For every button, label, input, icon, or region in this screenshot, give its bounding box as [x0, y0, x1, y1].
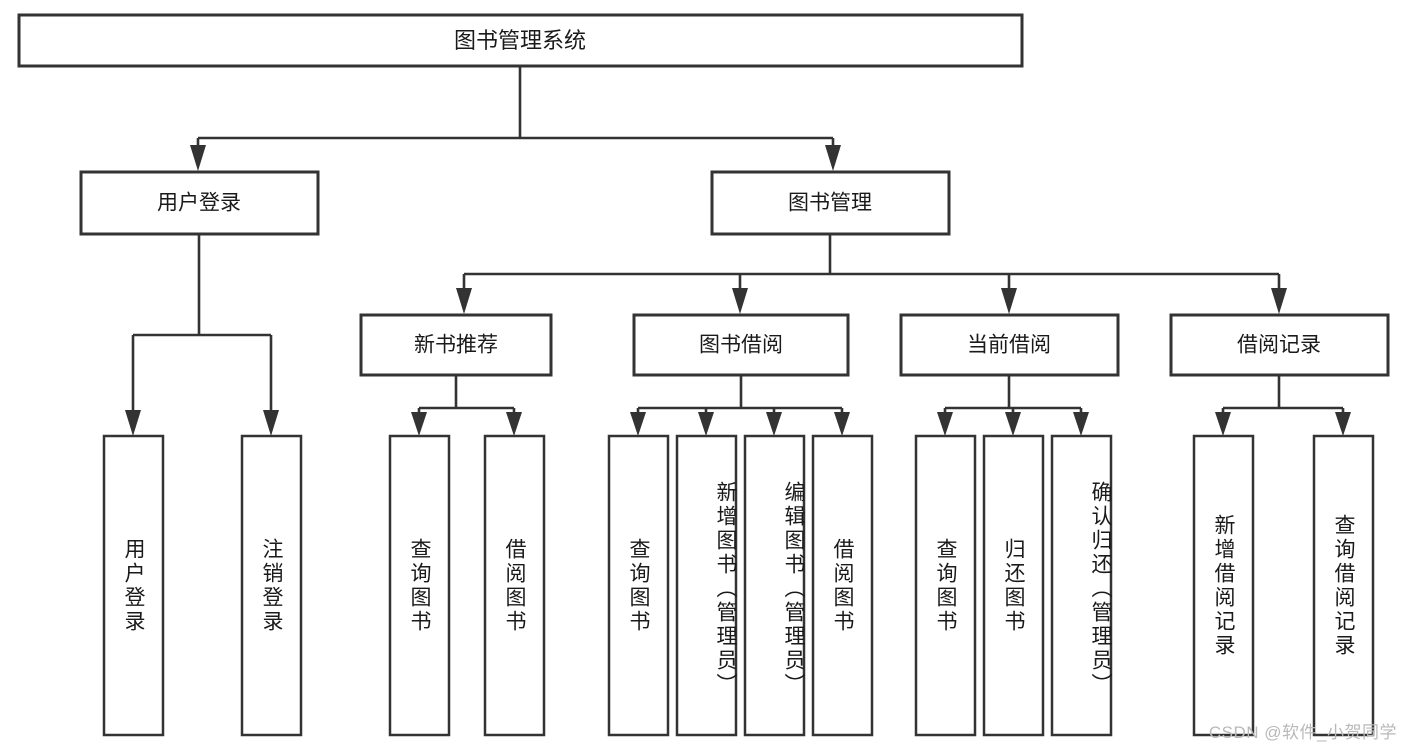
arrow-head-icon [1215, 412, 1231, 436]
leaf-box-add-record[interactable] [1192, 434, 1255, 737]
user-login-box[interactable] [79, 170, 320, 236]
node-user-login[interactable]: 用户登录 [79, 170, 320, 236]
arrow-head-icon [1271, 288, 1287, 314]
root-label: 图书管理系统 [454, 28, 586, 53]
connector-new-book-recommend-to-leaves [411, 375, 522, 436]
leaf-box-borrow-book-1[interactable] [483, 434, 546, 737]
arrow-head-icon [1001, 288, 1017, 314]
connector-book-manage-to-level3 [456, 234, 1287, 314]
arrow-head-icon [1073, 412, 1089, 436]
root-box[interactable] [17, 13, 1024, 68]
leaf-box-confirm-return[interactable] [1050, 434, 1113, 737]
new-book-recommend-box[interactable] [359, 313, 553, 377]
arrow-head-icon [1005, 412, 1021, 436]
arrow-head-icon [834, 412, 850, 436]
connector-root-to-level2 [190, 66, 841, 171]
node-book-borrow[interactable]: 图书借阅 [632, 313, 850, 377]
arrow-head-icon [411, 412, 427, 436]
arrow-head-icon [190, 145, 206, 171]
leaf-box-edit-book[interactable] [743, 434, 806, 737]
node-borrow-record[interactable]: 借阅记录 [1169, 313, 1390, 377]
leaf-box-query-book-2[interactable] [607, 434, 670, 737]
arrow-head-icon [732, 288, 748, 314]
csdn-watermark: CSDN @软件_小贺同学 [1208, 723, 1397, 742]
leaf-box-add-book[interactable] [675, 434, 738, 737]
book-borrow-label: 图书借阅 [699, 334, 783, 357]
arrow-head-icon [630, 412, 646, 436]
leaf-box-query-book-3[interactable] [914, 434, 977, 737]
arrow-head-icon [766, 412, 782, 436]
node-new-book-recommend[interactable]: 新书推荐 [359, 313, 553, 377]
arrow-head-icon [698, 412, 714, 436]
arrow-head-icon [1335, 412, 1351, 436]
arrow-head-icon [456, 288, 472, 314]
leaf-box-query-book-1[interactable] [388, 434, 451, 737]
arrow-head-icon [125, 410, 141, 436]
arrow-head-icon [506, 412, 522, 436]
leaf-box-query-record[interactable] [1312, 434, 1375, 737]
leaf-box-borrow-book-2[interactable] [811, 434, 874, 737]
leaf-box-logout[interactable] [240, 434, 303, 737]
arrow-head-icon [825, 145, 841, 171]
arrow-head-icon [937, 412, 953, 436]
connector-book-borrow-to-leaves [630, 375, 850, 436]
borrow-record-label: 借阅记录 [1237, 334, 1321, 357]
user-login-label: 用户登录 [157, 192, 241, 215]
connector-user-login-to-leaves [125, 234, 279, 436]
connector-borrow-record-to-leaves [1215, 375, 1351, 436]
new-book-recommend-label: 新书推荐 [414, 334, 498, 357]
node-book-manage[interactable]: 图书管理 [710, 170, 951, 236]
connector-current-borrow-to-leaves [937, 375, 1089, 436]
book-manage-label: 图书管理 [788, 192, 872, 215]
leaf-box-user-login[interactable] [102, 434, 165, 737]
current-borrow-box[interactable] [899, 313, 1120, 377]
node-root[interactable]: 图书管理系统 [17, 13, 1024, 68]
current-borrow-label: 当前借阅 [967, 334, 1051, 357]
leaf-box-return-book[interactable] [982, 434, 1045, 737]
node-current-borrow[interactable]: 当前借阅 [899, 313, 1120, 377]
arrow-head-icon [263, 410, 279, 436]
